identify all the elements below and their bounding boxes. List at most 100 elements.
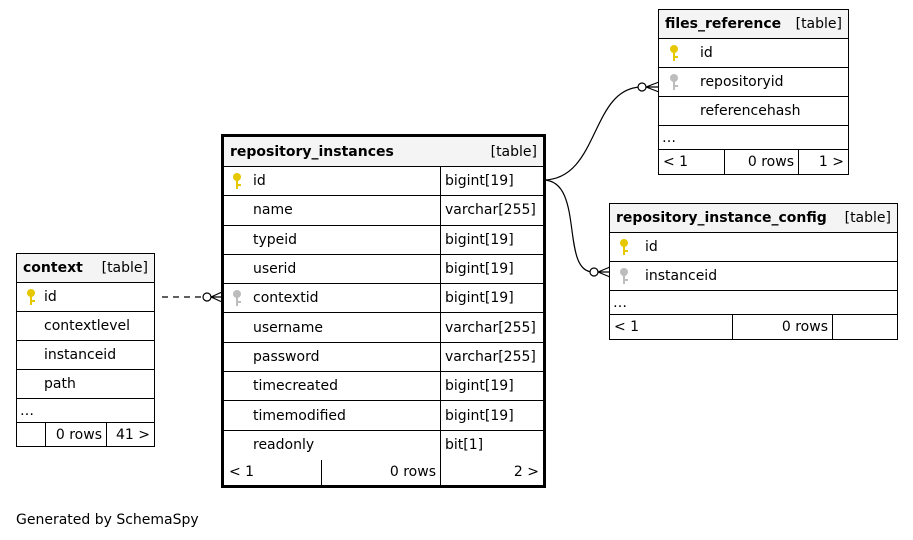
primary-key-icon [610, 233, 637, 261]
column-type: varchar[255] [440, 313, 543, 342]
table-row: repositoryid [659, 68, 848, 97]
primary-key-icon [17, 283, 44, 311]
repository-to-instance-config-link [542, 179, 594, 273]
parent-count: < 1 [614, 319, 640, 335]
table-row: id [17, 283, 154, 312]
table-row: readonly bit[1] [224, 430, 543, 460]
ellipsis-row: … [659, 126, 848, 150]
table-row: userid bigint[19] [224, 254, 543, 285]
table-footer: 0 rows 41 > [17, 423, 154, 446]
context-table[interactable]: context [table] id contextlevel instance… [16, 253, 155, 447]
column-name: id [645, 239, 658, 255]
column-type: bigint[19] [440, 225, 543, 254]
child-count: 41 > [106, 423, 154, 446]
zero-or-many-marker [202, 292, 212, 302]
repository-instances-table[interactable]: repository_instances [table] id bigint[19… [221, 134, 546, 488]
table-header: context [table] [17, 254, 154, 283]
table-name: repository_instance_config [616, 210, 827, 226]
table-footer: < 1 0 rows 1 > [659, 150, 848, 174]
table-name: context [23, 260, 83, 276]
row-count: 0 rows [45, 423, 106, 446]
zero-or-many-marker [589, 267, 599, 277]
table-row: instanceid [17, 341, 154, 370]
column-name: contextid [253, 290, 319, 307]
ellipsis-row: … [17, 399, 154, 423]
repository-instance-config-table[interactable]: repository_instance_config [table] id in… [609, 203, 898, 340]
foreign-key-icon [610, 262, 637, 290]
table-name: files_reference [665, 16, 782, 32]
row-count: 0 rows [724, 150, 798, 174]
table-header: files_reference [table] [659, 10, 848, 39]
parent-count [17, 423, 45, 446]
foreign-key-icon [659, 68, 688, 96]
child-count [832, 315, 897, 339]
table-header: repository_instances [table] [224, 137, 543, 167]
table-row: typeid bigint[19] [224, 225, 543, 255]
column-type: bigint[19] [440, 254, 543, 284]
table-type: [table] [101, 260, 148, 276]
table-header: repository_instance_config [table] [610, 204, 897, 233]
zero-or-many-marker [637, 82, 647, 92]
primary-key-icon [659, 39, 688, 67]
crowfoot-marker [210, 291, 223, 303]
column-name: id [253, 173, 266, 190]
column-name: id [44, 289, 57, 305]
column-name: timemodified [253, 407, 346, 424]
column-name: name [253, 202, 293, 219]
foreign-key-icon [224, 284, 250, 312]
child-count: 1 > [798, 150, 848, 174]
column-type: bigint[19] [440, 167, 543, 196]
table-row: id bigint[19] [224, 167, 543, 197]
column-name: path [44, 376, 76, 392]
table-row: timecreated bigint[19] [224, 372, 543, 402]
table-footer: < 1 0 rows [610, 315, 897, 339]
crowfoot-marker [645, 81, 660, 93]
table-type: [table] [844, 210, 891, 226]
table-row: timemodified bigint[19] [224, 401, 543, 431]
column-name: readonly [253, 437, 315, 454]
column-name: userid [253, 261, 297, 278]
row-count: 0 rows [732, 315, 832, 339]
table-row: id [610, 233, 897, 262]
table-footer: < 1 0 rows 2 > [224, 459, 543, 485]
table-row: referencehash [659, 97, 848, 126]
table-row: id [659, 39, 848, 68]
column-name: repositoryid [700, 74, 784, 90]
column-name: contextlevel [44, 318, 131, 334]
parent-count: < 1 [663, 154, 689, 170]
table-type: [table] [795, 16, 842, 32]
repository-to-files-reference-link [542, 86, 643, 181]
table-row: username varchar[255] [224, 313, 543, 343]
column-type: bigint[19] [440, 284, 543, 313]
column-type: varchar[255] [440, 342, 543, 372]
child-count: 2 > [440, 459, 543, 485]
table-row: name varchar[255] [224, 196, 543, 226]
table-row: instanceid [610, 262, 897, 291]
parent-count: < 1 [229, 464, 255, 481]
column-type: bigint[19] [440, 372, 543, 401]
column-name: typeid [253, 231, 298, 248]
column-name: instanceid [645, 268, 718, 284]
primary-key-icon [224, 167, 250, 195]
column-name: instanceid [44, 347, 117, 363]
table-row: password varchar[255] [224, 342, 543, 373]
column-name: password [253, 348, 320, 365]
column-type: varchar[255] [440, 196, 543, 225]
column-name: id [700, 45, 713, 61]
ellipsis-row: … [610, 291, 897, 315]
table-row: contextid bigint[19] [224, 284, 543, 314]
column-type: bit[1] [440, 430, 543, 460]
column-type: bigint[19] [440, 401, 543, 430]
column-name: timecreated [253, 378, 338, 395]
table-type: [table] [490, 143, 537, 160]
table-row: contextlevel [17, 312, 154, 341]
table-row: path [17, 370, 154, 399]
files-reference-table[interactable]: files_reference [table] id repositoryid … [658, 9, 849, 175]
crowfoot-marker [597, 266, 611, 278]
column-name: referencehash [700, 103, 801, 119]
table-name: repository_instances [230, 143, 394, 160]
column-name: username [253, 319, 323, 336]
generated-by-label: Generated by SchemaSpy [16, 512, 199, 528]
row-count: 0 rows [321, 459, 440, 485]
